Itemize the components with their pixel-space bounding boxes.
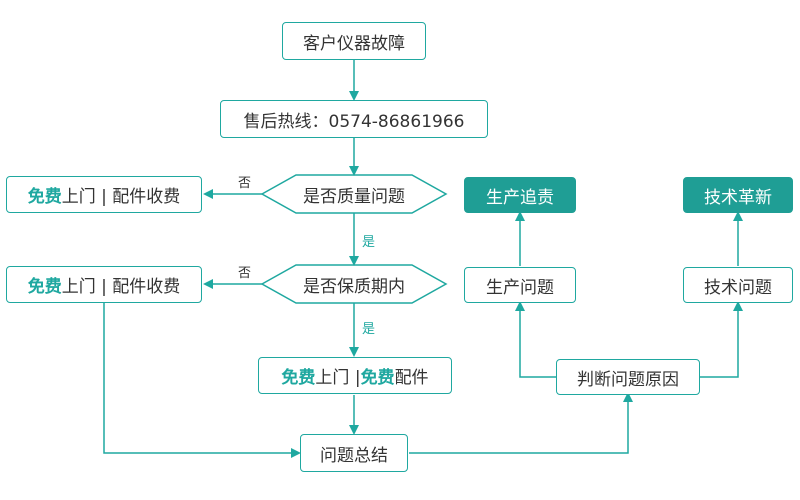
node-cause-label: 判断问题原因	[577, 369, 679, 390]
decision-warranty-label: 是否保质期内	[303, 276, 405, 297]
edge-cause-tech	[700, 301, 743, 378]
edge-label-no-warranty: 否	[238, 266, 252, 281]
node-tech-innovation: 技术革新	[683, 177, 793, 213]
free-highlight: 免费	[281, 368, 316, 388]
node-tech-problem-label: 技术问题	[704, 277, 772, 298]
node-cause: 判断问题原因	[556, 359, 700, 395]
node-summary: 问题总结	[300, 434, 408, 472]
node-free-service-text: 上门 |	[315, 368, 361, 388]
node-hotline-label: 售后热线：0574-86861966	[243, 111, 465, 132]
node-tech-innovation-label: 技术革新	[704, 187, 772, 208]
edge-label-yes-quality: 是	[362, 235, 376, 250]
node-summary-label: 问题总结	[320, 445, 388, 466]
edge-summary-cause	[409, 392, 633, 454]
node-paid-parts-2-text: 上门 | 配件收费	[61, 277, 181, 297]
decision-shape-warranty	[260, 264, 448, 304]
edge-label-no-quality: 否	[238, 176, 252, 191]
node-free-service-text: 配件	[394, 368, 429, 388]
free-highlight: 免费	[27, 277, 62, 297]
decision-shape-quality	[260, 174, 448, 214]
edge-cause-production	[515, 301, 556, 378]
edge-paid-summary	[103, 303, 301, 458]
node-production-problem: 生产问题	[464, 267, 576, 303]
node-production-accountability: 生产追责	[464, 177, 576, 213]
free-highlight: 免费	[27, 187, 62, 207]
free-highlight: 免费	[360, 368, 395, 388]
node-paid-parts-1-text: 上门 | 配件收费	[61, 187, 181, 207]
node-tech-problem: 技术问题	[683, 267, 793, 303]
edge-label-yes-warranty: 是	[362, 322, 376, 337]
node-production-problem-label: 生产问题	[486, 277, 554, 298]
node-paid-parts-2: 免费上门 | 配件收费	[6, 266, 202, 303]
node-hotline: 售后热线：0574-86861966	[220, 100, 488, 138]
node-production-accountability-label: 生产追责	[486, 187, 554, 208]
node-free-service: 免费上门 | 免费配件	[258, 357, 452, 394]
decision-quality-label: 是否质量问题	[303, 186, 405, 207]
node-customer-fault-label: 客户仪器故障	[303, 33, 405, 54]
node-customer-fault: 客户仪器故障	[282, 22, 426, 60]
node-paid-parts-1: 免费上门 | 配件收费	[6, 176, 202, 213]
